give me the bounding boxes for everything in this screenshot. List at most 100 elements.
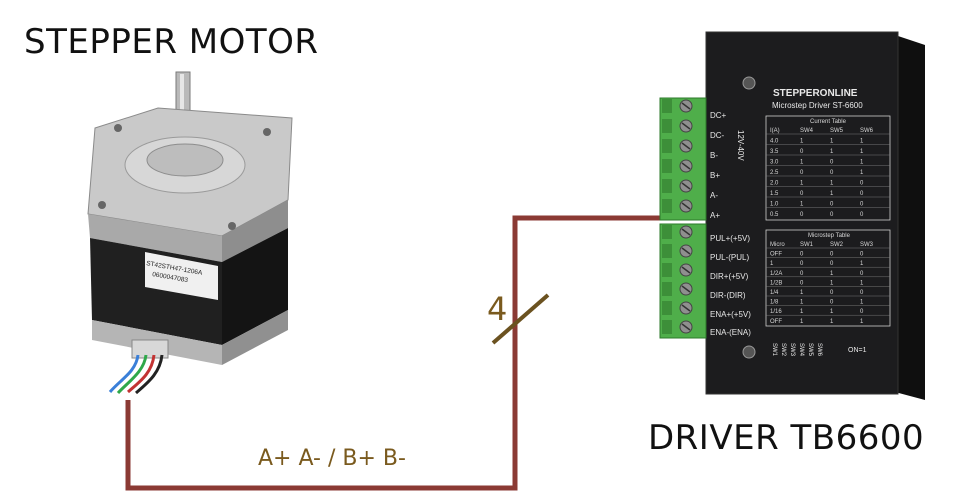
screw-slot [681, 102, 691, 110]
screw-slot [681, 247, 691, 255]
table-cell: 1 [830, 319, 834, 325]
table-cell: 1 [830, 280, 834, 286]
table-cell: 0 [800, 271, 804, 277]
screw-slot [681, 142, 691, 150]
table-cell: 1 [860, 319, 864, 325]
terminal-slot [662, 99, 672, 113]
terminal-slot [662, 244, 672, 258]
table-header-cell: SW1 [800, 242, 814, 248]
screw-slot [681, 266, 691, 274]
driver-image: STEPPERONLINE Microstep Driver ST-6600 1… [659, 31, 925, 400]
table-cell: 2.5 [770, 170, 779, 176]
table-cell: 1 [860, 300, 864, 306]
table-cell: 1 [800, 300, 804, 306]
signal-terminal-label: DIR-(DIR) [710, 291, 746, 300]
screw-slot [681, 304, 691, 312]
table-cell: 0 [860, 252, 864, 258]
table-cell: 2.0 [770, 181, 779, 187]
screw-slot [681, 122, 691, 130]
table-cell: 1 [830, 149, 834, 155]
power-terminal-label: B+ [710, 171, 720, 180]
table-cell: 1 [830, 191, 834, 197]
table-cell: 0 [800, 261, 804, 267]
table-header-cell: Micro [770, 242, 785, 248]
table-cell: 1 [860, 160, 864, 166]
terminal-slot [662, 139, 672, 153]
terminal-slot [662, 301, 672, 315]
power-terminal-label: DC- [710, 131, 725, 140]
signal-terminal-label: DIR+(+5V) [710, 272, 749, 281]
table-header-cell: I(A) [770, 128, 780, 134]
power-terminal-label: A+ [710, 211, 720, 220]
terminal-slot [662, 282, 672, 296]
signal-terminal-label: ENA+(+5V) [710, 310, 751, 319]
terminal-slot [662, 119, 672, 133]
table-cell: 0 [860, 191, 864, 197]
microstep-table-title: Microstep Table [808, 233, 851, 239]
table-cell: 0 [800, 191, 804, 197]
table-cell: 0 [830, 170, 834, 176]
screw-slot [681, 162, 691, 170]
table-header-cell: SW4 [800, 128, 814, 134]
driver-brand: STEPPERONLINE [773, 88, 858, 99]
driver-model: Microstep Driver ST-6600 [772, 101, 863, 110]
table-cell: 1 [860, 170, 864, 176]
table-cell: OFF [770, 252, 782, 258]
table-cell: 0 [800, 252, 804, 258]
table-cell: 0 [800, 149, 804, 155]
table-cell: 1/2B [770, 280, 782, 286]
wire-label: A+ A- / B+ B- [258, 446, 406, 471]
terminal-slot [662, 199, 672, 213]
motor-to-driver-wire [125, 215, 668, 491]
table-header-cell: SW6 [860, 128, 874, 134]
table-cell: 1 [800, 139, 804, 145]
screw-slot [681, 285, 691, 293]
driver-voltage: 12V-40V [736, 130, 745, 161]
table-cell: 0 [830, 202, 834, 208]
dip-switch-label: SW3 [789, 343, 795, 357]
table-cell: 0 [830, 160, 834, 166]
bus-slash-mark [491, 293, 550, 345]
power-terminal-label: DC+ [710, 111, 727, 120]
signal-terminal-label: PUL-(PUL) [710, 253, 749, 262]
table-cell: 1 [830, 181, 834, 187]
table-cell: 1 [800, 309, 804, 315]
table-cell: 1 [800, 160, 804, 166]
screw-slot [681, 182, 691, 190]
table-cell: 1.0 [770, 202, 779, 208]
current-table-title: Current Table [810, 119, 847, 125]
dip-switch-label: SW1 [771, 343, 777, 357]
table-cell: 1/2A [770, 271, 782, 277]
table-cell: 0 [860, 309, 864, 315]
driver-title: DRIVER TB6600 [648, 418, 925, 458]
table-cell: 1 [860, 149, 864, 155]
table-header-cell: SW5 [830, 128, 844, 134]
table-cell: 4.0 [770, 139, 779, 145]
terminal-slot [662, 320, 672, 334]
terminal-slot [662, 263, 672, 277]
table-cell: 0 [830, 252, 834, 258]
table-cell: 0 [830, 212, 834, 218]
table-cell: 1 [800, 181, 804, 187]
table-header-cell: SW2 [830, 242, 844, 248]
signal-terminal-label: ENA-(ENA) [710, 328, 751, 337]
dip-switch-label: SW2 [780, 343, 786, 357]
table-cell: 0 [830, 261, 834, 267]
table-header-cell: SW3 [860, 242, 874, 248]
table-cell: 1 [860, 280, 864, 286]
table-cell: 0 [830, 300, 834, 306]
table-cell: 1 [830, 139, 834, 145]
table-cell: 3.5 [770, 149, 779, 155]
table-cell: 1 [830, 309, 834, 315]
table-cell: 1 [860, 261, 864, 267]
table-cell: 0 [860, 290, 864, 296]
table-cell: 0 [800, 212, 804, 218]
table-cell: 0.5 [770, 212, 779, 218]
dip-switch-label: SW4 [798, 343, 804, 357]
table-cell: 1/4 [770, 290, 779, 296]
table-cell: 1/8 [770, 300, 779, 306]
table-cell: 0 [800, 280, 804, 286]
table-cell: 0 [860, 202, 864, 208]
table-cell: 0 [830, 290, 834, 296]
